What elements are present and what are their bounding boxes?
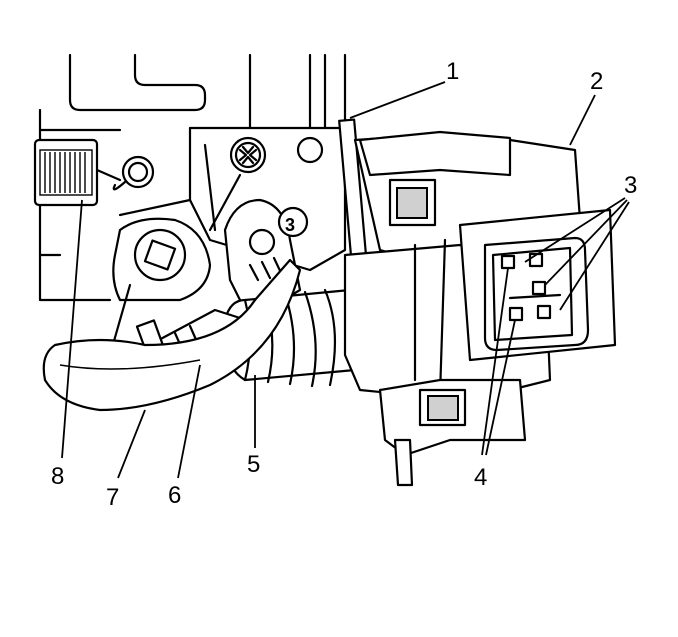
phillips-screw: [229, 136, 267, 174]
terminal-pin-1: [500, 254, 516, 270]
callout-leaders: [61, 81, 630, 479]
callout-1: 1: [446, 58, 459, 85]
spring-connector: [33, 138, 122, 207]
callout-6: 6: [168, 482, 181, 509]
callout-4: 4: [474, 464, 487, 491]
wire-grommet: [112, 155, 155, 191]
callout-2: 2: [590, 68, 603, 95]
part-marking-3: 3: [285, 215, 295, 235]
callout-5: 5: [247, 451, 260, 478]
mounting-hole: [296, 136, 324, 164]
terminal-pin-4: [508, 306, 524, 322]
callout-8: 8: [51, 463, 64, 490]
terminal-pin-5: [536, 304, 552, 320]
throttle-shaft: [108, 217, 212, 357]
callout-7: 7: [106, 484, 119, 511]
terminal-pin-3: [531, 280, 547, 296]
wiring-harness: [42, 258, 302, 412]
callout-3: 3: [624, 172, 637, 199]
electrical-connector: [458, 208, 617, 362]
